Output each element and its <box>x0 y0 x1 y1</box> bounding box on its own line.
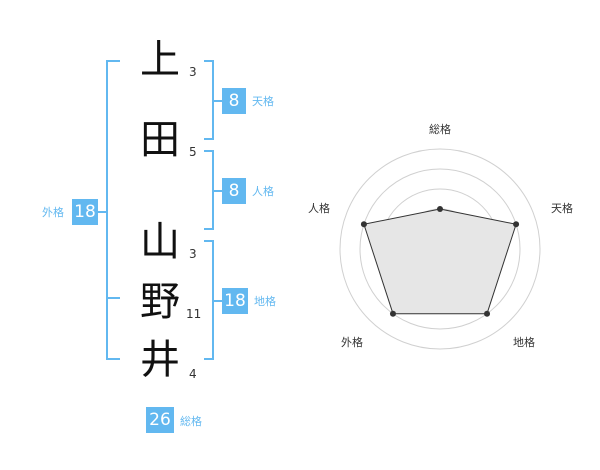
soukaku-label: 総格 <box>180 415 202 428</box>
radar-point-0 <box>437 206 443 212</box>
radar-point-3 <box>389 310 396 317</box>
name-char-3: 山 <box>140 219 180 265</box>
tenkaku-value: 8 <box>222 88 246 114</box>
stroke-count-5: 4 <box>189 367 197 381</box>
stroke-count-1: 3 <box>189 65 197 79</box>
radar-point-1 <box>513 221 520 228</box>
jinkaku-label: 人格 <box>252 185 274 198</box>
jinkaku-value: 8 <box>222 178 246 204</box>
name-char-2: 田 <box>140 117 180 163</box>
radar-label-jinkaku: 人格 <box>308 201 330 215</box>
chikaku-label: 地格 <box>254 295 276 308</box>
radar-grid-ring <box>359 168 521 330</box>
radar-label-chikaku: 地格 <box>513 335 535 349</box>
radar-labels: 総格 天格 地格 外格 人格 <box>308 122 573 349</box>
radar-point-2 <box>484 310 491 317</box>
stroke-count-2: 5 <box>189 145 197 159</box>
chikaku-value: 18 <box>222 288 248 314</box>
radar-label-tenkaku: 天格 <box>551 201 573 215</box>
radar-grid-ring <box>339 148 541 350</box>
tenkaku-label: 天格 <box>252 95 274 108</box>
radar-point-4 <box>360 221 367 228</box>
name-char-5: 井 <box>140 337 180 383</box>
stroke-count-4: 11 <box>186 307 202 321</box>
gaikaku-value: 18 <box>72 199 98 225</box>
soukaku-value: 26 <box>146 407 174 433</box>
gaikaku-label: 外格 <box>42 206 64 219</box>
radar-points <box>360 206 520 317</box>
radar-polygon <box>363 208 517 315</box>
stroke-count-3: 3 <box>189 247 197 261</box>
radar-label-gaikaku: 外格 <box>341 335 363 349</box>
name-char-1: 上 <box>140 37 180 83</box>
radar-label-soukaku: 総格 <box>429 122 451 136</box>
name-char-4: 野 <box>140 279 180 325</box>
